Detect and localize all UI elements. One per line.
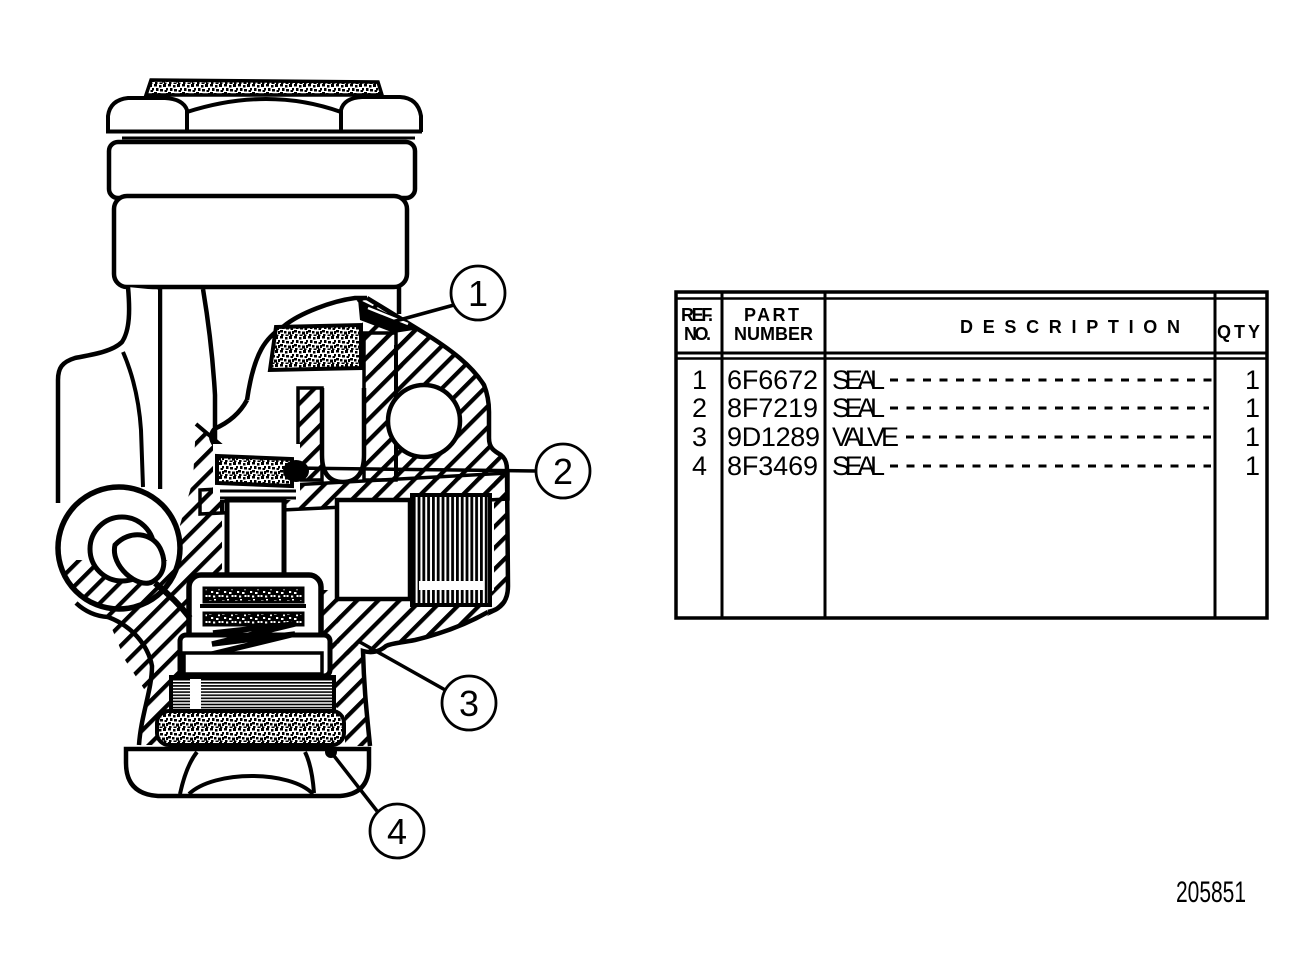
svg-text:2: 2 <box>692 393 707 423</box>
svg-text:4: 4 <box>387 811 407 852</box>
svg-text:SEAL: SEAL <box>832 451 885 481</box>
svg-text:3: 3 <box>459 683 479 724</box>
svg-text:NUMBER: NUMBER <box>734 324 813 344</box>
svg-text:3: 3 <box>692 422 707 452</box>
svg-text:QTY: QTY <box>1217 322 1260 342</box>
svg-text:1: 1 <box>1245 451 1260 481</box>
svg-text:NO.: NO. <box>684 324 711 344</box>
svg-text:1: 1 <box>1245 422 1260 452</box>
svg-text:8F3469: 8F3469 <box>727 451 818 481</box>
svg-text:6F6672: 6F6672 <box>727 365 818 395</box>
svg-text:VALVE: VALVE <box>832 422 899 452</box>
svg-text:8F7219: 8F7219 <box>727 393 818 423</box>
svg-text:SEAL: SEAL <box>832 365 885 395</box>
svg-text:4: 4 <box>692 451 707 481</box>
svg-text:REF.: REF. <box>681 305 713 325</box>
svg-text:1: 1 <box>692 365 707 395</box>
svg-text:9D1289: 9D1289 <box>727 422 820 452</box>
svg-text:2: 2 <box>553 451 573 492</box>
svg-text:1: 1 <box>1245 365 1260 395</box>
svg-text:205851: 205851 <box>1176 876 1246 909</box>
svg-text:1: 1 <box>1245 393 1260 423</box>
svg-text:1: 1 <box>468 273 488 314</box>
svg-text:SEAL: SEAL <box>832 393 885 423</box>
